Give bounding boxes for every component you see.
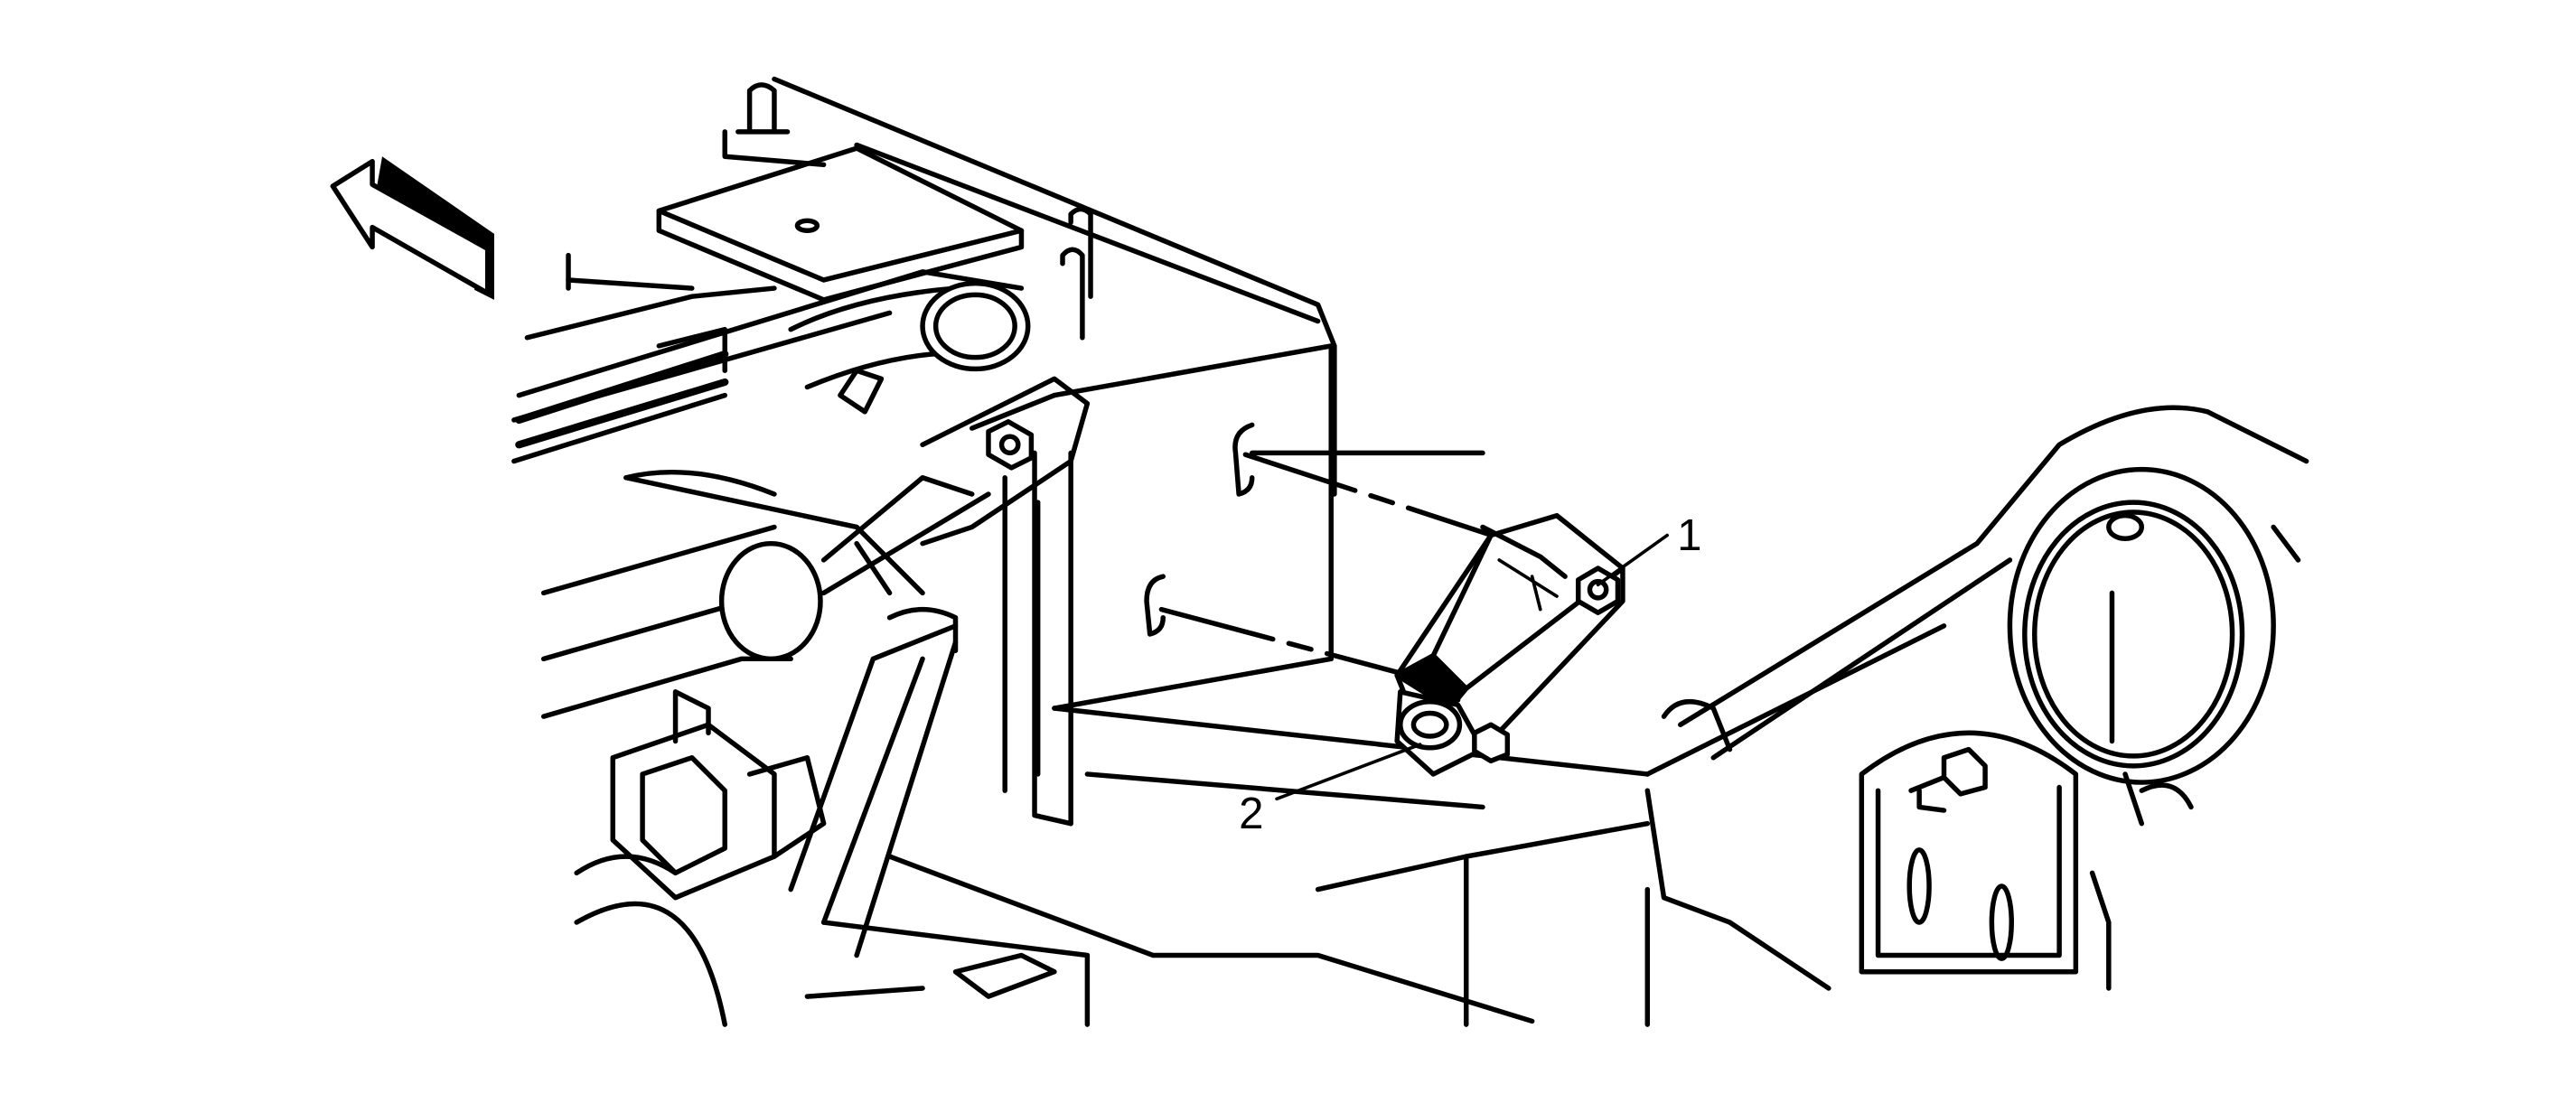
radiator-support-structure — [511, 76, 1651, 1027]
callout-2-label: 2 — [1239, 789, 1263, 838]
front-direction-arrow-icon — [330, 156, 494, 300]
installation-guide-lines — [1158, 450, 1535, 678]
callout-2: 2 — [1239, 743, 1422, 838]
callout-1-label: 1 — [1677, 510, 1701, 560]
callout-1: 1 — [1596, 510, 1701, 587]
right-housing-structure — [1315, 405, 2309, 1027]
impact-sensor-component — [1394, 512, 1625, 777]
